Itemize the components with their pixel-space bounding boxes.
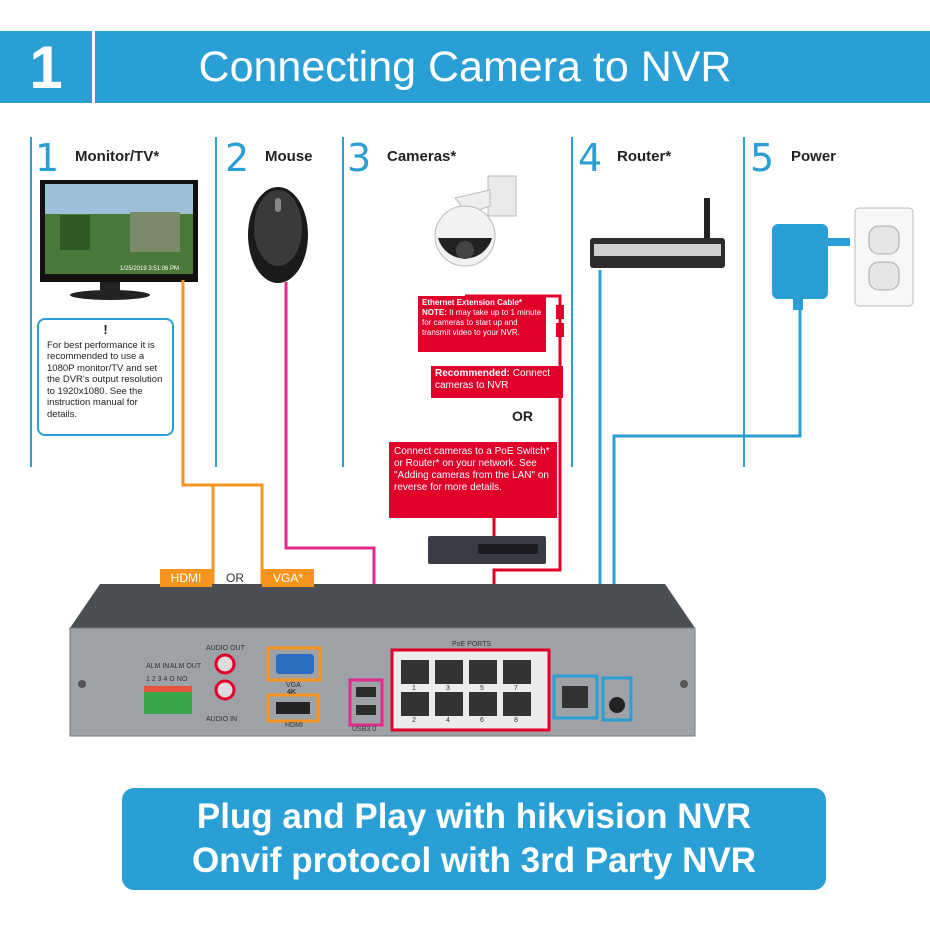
alm-pins-label: 1 2 3 4 G NO	[146, 676, 188, 683]
step-number: 1	[35, 136, 60, 180]
header-divider	[92, 31, 95, 103]
header-banner: 1 Connecting Camera to NVR	[0, 31, 930, 103]
port-number: 5	[480, 685, 484, 692]
port-number: 7	[514, 685, 518, 692]
step-number: 5	[750, 136, 775, 180]
cable-note-title: Ethernet Extension Cable*	[422, 298, 523, 307]
monitor-tip-box: ! For best performance it is recommended…	[37, 318, 174, 436]
step-label-monitor: Monitor/TV*	[75, 148, 160, 165]
poe-switch-icon	[428, 536, 546, 564]
banner-line-1: Plug and Play with hikvision NVR	[196, 797, 752, 836]
recommended-label: Recommended:	[435, 368, 511, 379]
banner-line-2: Onvif protocol with 3rd Party NVR	[192, 841, 756, 880]
4k-label: 4K	[287, 689, 296, 696]
step-label-mouse: Mouse	[265, 148, 313, 165]
recommended-box: Recommended: Connect cameras to NVR	[431, 366, 563, 398]
page-title: Connecting Camera to NVR	[198, 42, 732, 91]
alm-in-label: ALM IN	[146, 663, 170, 670]
alm-out-label: ALM OUT	[170, 663, 202, 670]
step-number: 3	[347, 136, 372, 180]
audio-out-label: AUDIO OUT	[206, 645, 245, 652]
column-line	[571, 137, 573, 467]
column-line	[342, 137, 344, 467]
recommended-text: Connect cameras to NVR	[435, 368, 551, 391]
port-number: 4	[446, 717, 450, 724]
port-number: 6	[480, 717, 484, 724]
hdmi-port-label: HDMI	[285, 722, 303, 729]
vga-label: VGA	[286, 682, 301, 689]
audio-in-label: AUDIO IN	[206, 716, 238, 723]
monitor-icon	[40, 180, 198, 300]
column-line	[215, 137, 217, 467]
step-number: 2	[225, 136, 250, 180]
usb-label: USB3.0	[352, 726, 377, 733]
or-tag: OR	[226, 571, 244, 585]
mouse-icon	[248, 187, 308, 283]
hdmi-tag: HDMI	[160, 569, 212, 587]
nvr-device	[69, 584, 696, 737]
compatibility-banner: Plug and Play with hikvision NVR Onvif p…	[122, 788, 826, 890]
vga-tag: VGA*	[262, 569, 314, 587]
power-cable	[612, 310, 802, 690]
step-label-router: Router*	[617, 148, 672, 165]
router-icon	[590, 198, 725, 268]
or-label: OR	[512, 408, 533, 424]
port-number: 8	[514, 717, 518, 724]
power-adapter-icon	[772, 224, 850, 310]
note-label: NOTE:	[422, 308, 447, 317]
section-number: 1	[29, 33, 63, 101]
wall-outlet-icon	[854, 207, 914, 307]
step-label-cameras: Cameras*	[387, 148, 457, 165]
column-line	[743, 137, 745, 467]
port-number: 2	[412, 717, 416, 724]
port-number: 1	[412, 685, 416, 692]
step-label-power: Power	[791, 148, 837, 165]
port-number: 3	[446, 685, 450, 692]
monitor-caption: 1/25/2019 3:51:06 PM	[120, 266, 179, 272]
step-number: 4	[578, 136, 603, 180]
poe-ports-label: PoE PORTS	[452, 641, 492, 648]
monitor-tip-text: For best performance it is recommended t…	[47, 339, 163, 420]
cable-note-box: Ethernet Extension Cable* NOTE: It may t…	[418, 296, 546, 352]
poe-switch-note: Connect cameras to a PoE Switch* or Rout…	[389, 442, 557, 518]
camera-icon	[434, 175, 517, 267]
column-line	[30, 137, 32, 467]
warning-icon: !	[103, 322, 108, 337]
note-text: It may take up to 1 minute for cameras t…	[422, 308, 542, 337]
